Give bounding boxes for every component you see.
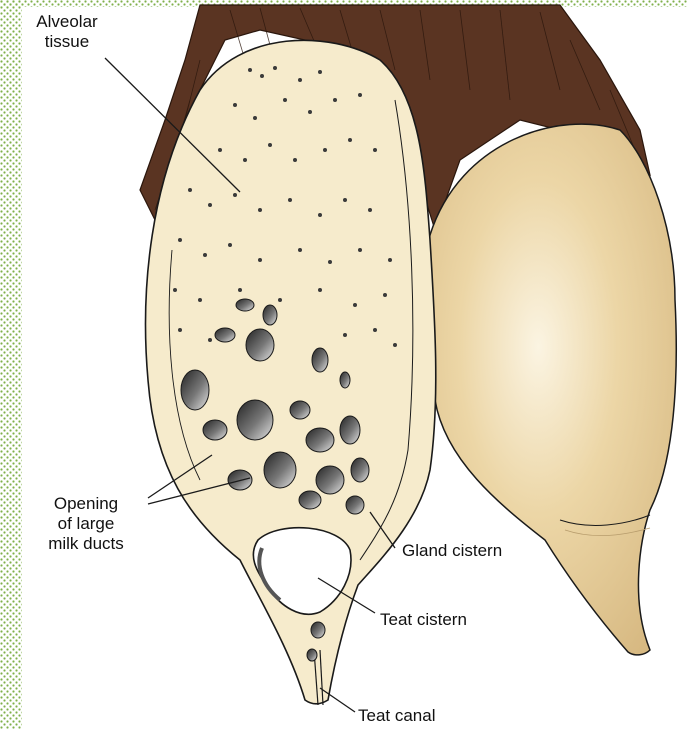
teat-cistern-label: Teat cistern — [380, 610, 467, 630]
right-teat — [425, 124, 676, 655]
alveolar-tissue-label-line2: tissue — [26, 32, 108, 52]
alveolar-tissue-label-line1: Alveolar — [26, 12, 108, 32]
alveolar-tissue-label: Alveolar tissue — [26, 12, 108, 52]
milk-ducts-label-line2: of large — [36, 514, 136, 534]
milk-ducts-label-line1: Opening — [36, 494, 136, 514]
milk-ducts-label-line3: milk ducts — [36, 534, 136, 554]
gland-cistern-label: Gland cistern — [402, 541, 502, 561]
teat-canal-label: Teat canal — [358, 706, 436, 726]
milk-ducts-label: Opening of large milk ducts — [36, 494, 136, 554]
